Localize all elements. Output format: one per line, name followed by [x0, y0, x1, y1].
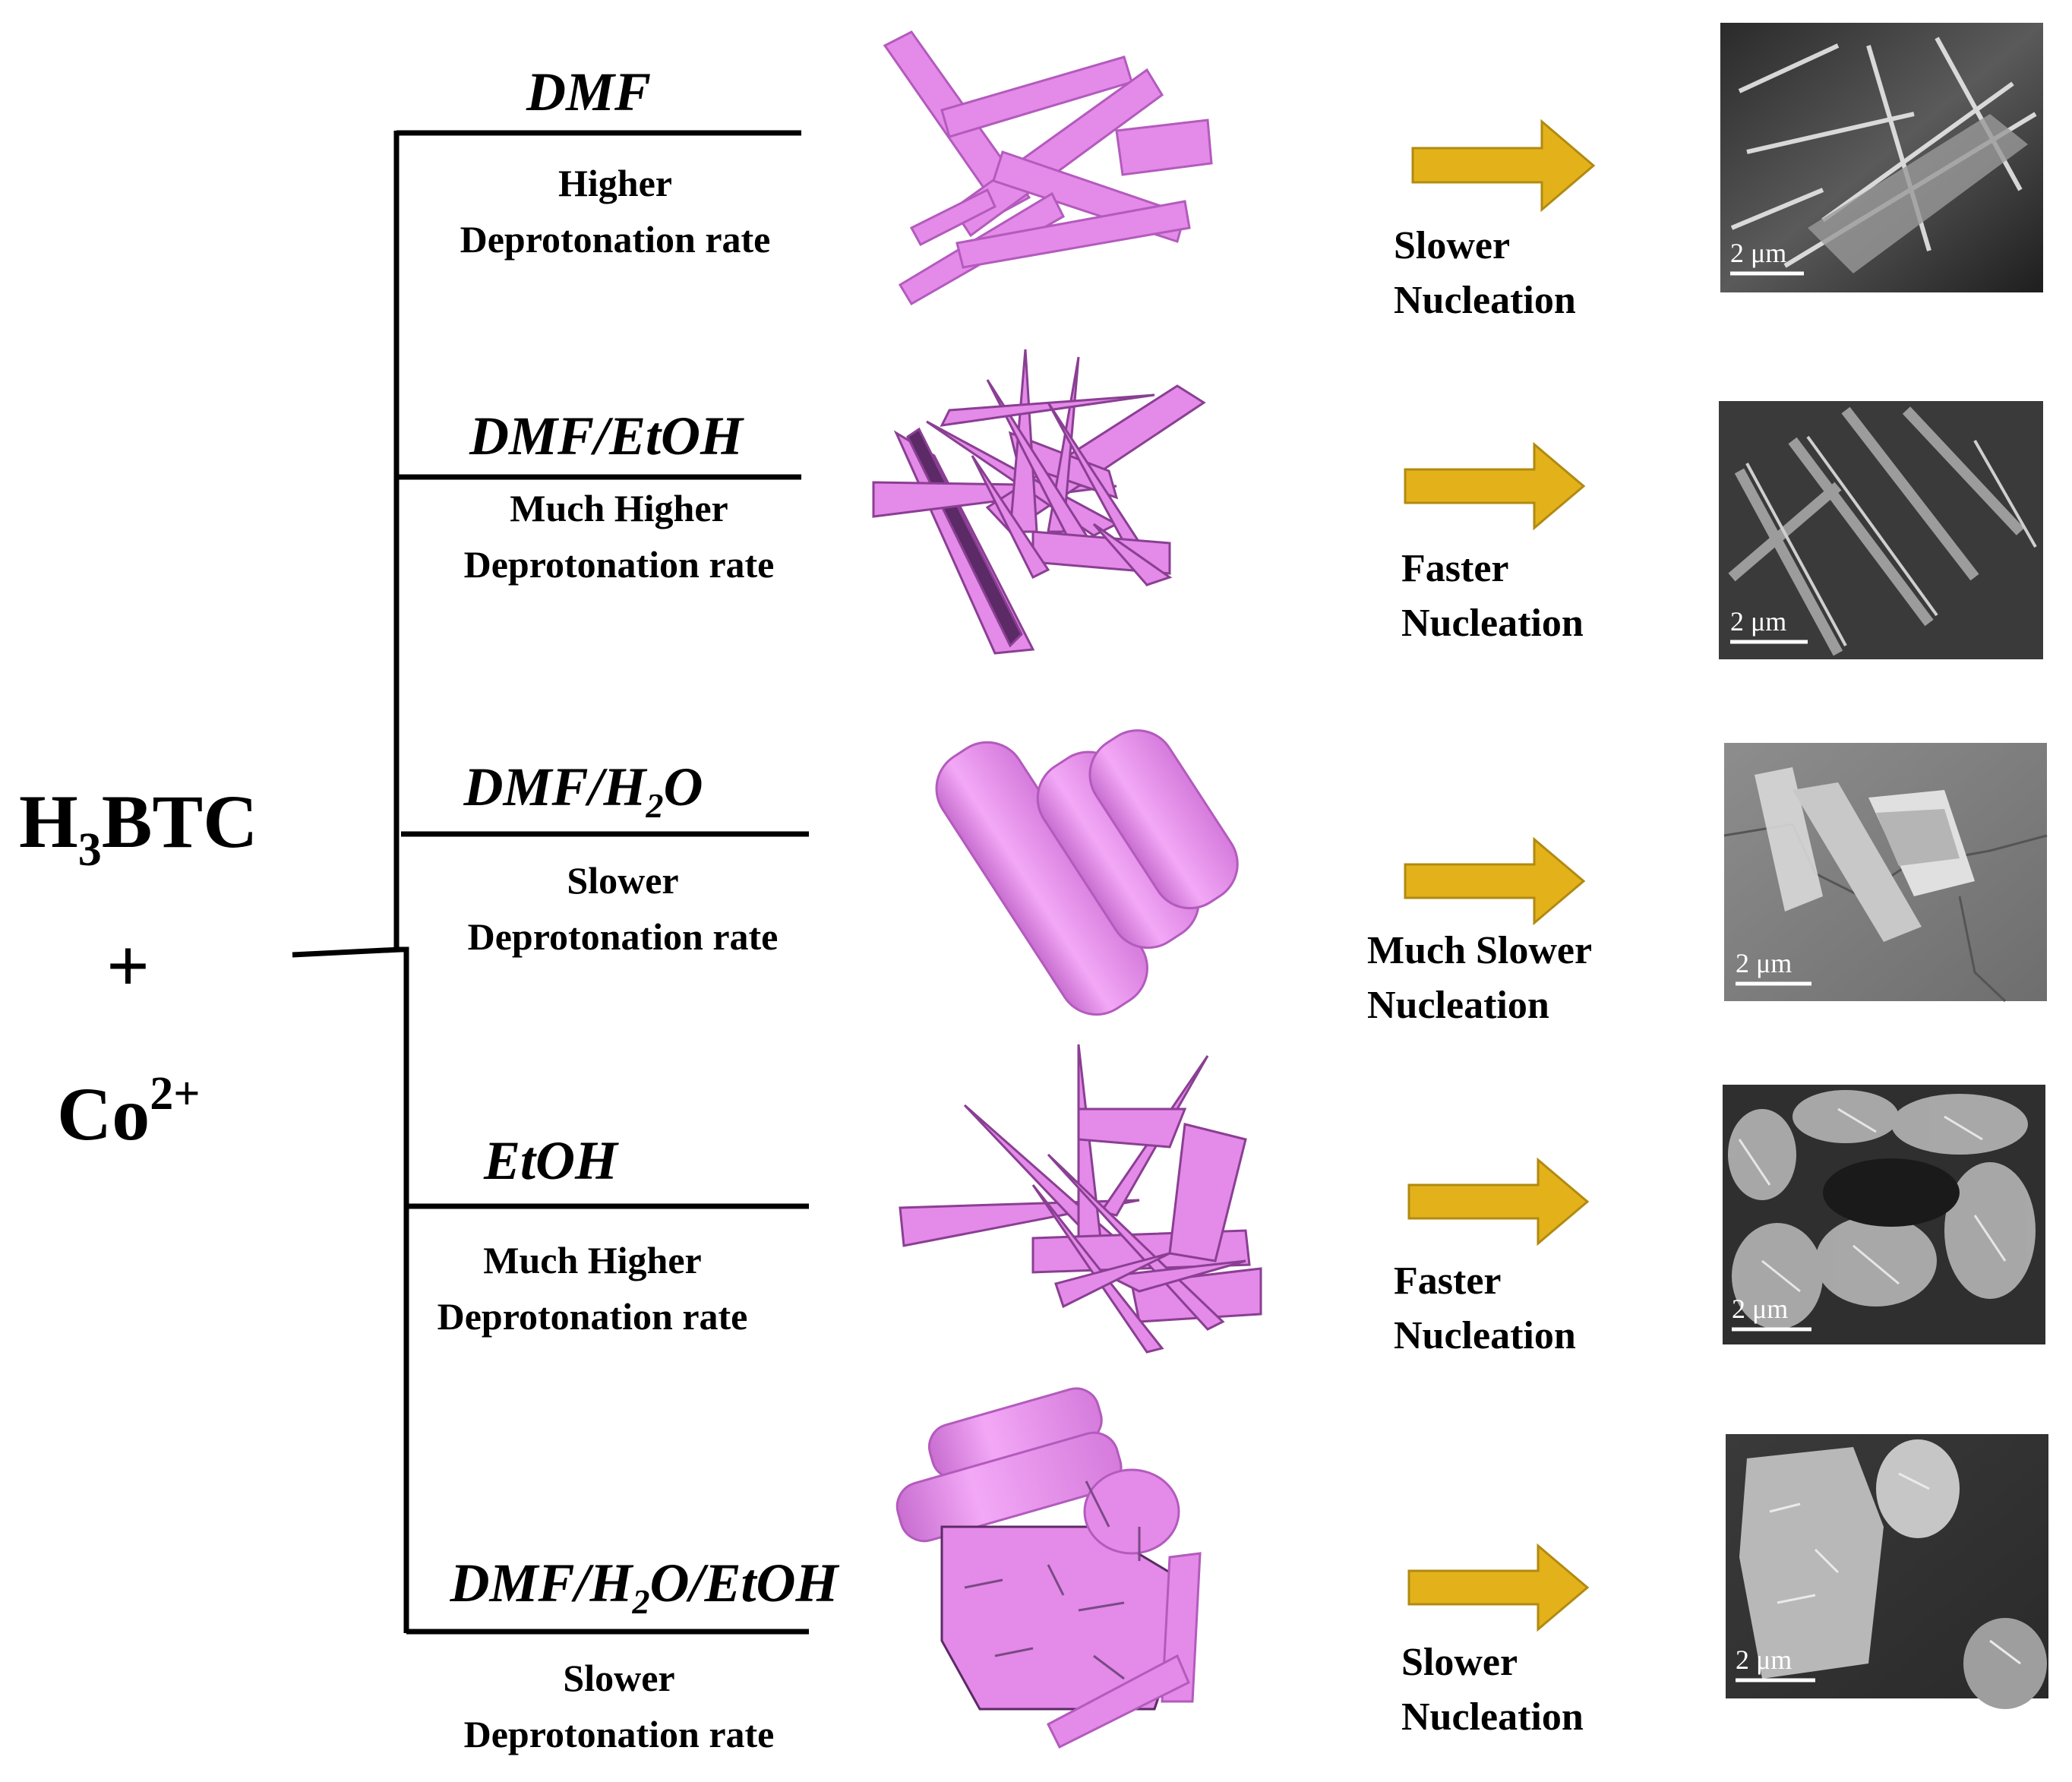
sem-scale-label-dmf-etoh: 2 μm [1730, 606, 1786, 637]
solvent-label-dmf: DMF [526, 62, 651, 122]
rate-label-dmf-h2o-line2: Deprotonation rate [468, 915, 779, 958]
nucleation-label-dmf-etoh-line1: Faster [1401, 547, 1508, 590]
needle-cluster-icon [872, 349, 1206, 655]
sem-image-dmf-etoh: 2 μm [1719, 401, 2043, 659]
sem-scale-label-dmf-h2o: 2 μm [1736, 948, 1792, 978]
plus-sign: + [106, 924, 150, 1008]
rate-label-dmf-line2: Deprotonation rate [460, 218, 771, 261]
nucleation-label-dmf-line1: Slower [1394, 224, 1510, 267]
hexagonal-plate-icon [895, 1387, 1202, 1749]
rate-label-dmf-etoh-line1: Much Higher [510, 487, 728, 529]
rate-label-dmf-line1: Higher [558, 162, 672, 204]
arrow-icon [1404, 118, 1596, 1632]
rate-label-etoh-line1: Much Higher [483, 1239, 701, 1281]
sem-image-dmf-h2o: 2 μm [1723, 743, 2048, 1003]
sem-scale-label-etoh: 2 μm [1732, 1294, 1788, 1324]
branch-tree [292, 130, 809, 1635]
rate-label-dmf-h2o-etoh-line2: Deprotonation rate [464, 1713, 775, 1755]
nucleation-label-dmf-line2: Nucleation [1394, 279, 1576, 322]
nucleation-label-dmf-etoh-line2: Nucleation [1401, 602, 1584, 645]
rounded-rods-icon [935, 729, 1239, 1016]
reactant-metal: Co2+ [57, 1068, 201, 1156]
sem-scale-label-dmf: 2 μm [1730, 238, 1786, 268]
sem-image-etoh: 2 μm [1723, 1085, 2045, 1344]
solvent-label-dmf-h2o-etoh: DMF/H2O/EtOH [449, 1553, 839, 1621]
tree-trunk [393, 131, 409, 1633]
sem-image-dmf-h2o-etoh: 2 μm [1726, 1434, 2048, 1709]
nucleation-label-etoh-line1: Faster [1394, 1259, 1501, 1303]
tree-stem [292, 946, 402, 958]
nucleation-label-etoh-line2: Nucleation [1394, 1314, 1576, 1357]
solvent-label-etoh: EtOH [483, 1130, 619, 1191]
nucleation-label-dmf-h2o-line2: Nucleation [1367, 984, 1549, 1027]
rate-label-dmf-etoh-line2: Deprotonation rate [464, 543, 775, 586]
nucleation-label-dmf-h2o-etoh-line2: Nucleation [1401, 1695, 1584, 1739]
sem-scale-label-dmf-h2o-etoh: 2 μm [1736, 1645, 1792, 1675]
rod-bundle-icon [883, 30, 1213, 306]
sem-image-dmf: 2 μm [1720, 23, 2043, 292]
solvent-label-dmf-etoh: DMF/EtOH [469, 406, 744, 466]
rate-label-dmf-h2o-etoh-line1: Slower [563, 1657, 674, 1699]
needle-cluster-icon [899, 1044, 1262, 1354]
reactant-acid: H3BTC [19, 779, 257, 876]
nucleation-label-dmf-h2o-etoh-line1: Slower [1401, 1641, 1518, 1684]
rate-label-etoh-line2: Deprotonation rate [437, 1295, 748, 1338]
nucleation-label-dmf-h2o-line1: Much Slower [1367, 929, 1592, 972]
solvent-label-dmf-h2o: DMF/H2O [463, 757, 703, 825]
rate-label-dmf-h2o-line1: Slower [567, 859, 678, 902]
